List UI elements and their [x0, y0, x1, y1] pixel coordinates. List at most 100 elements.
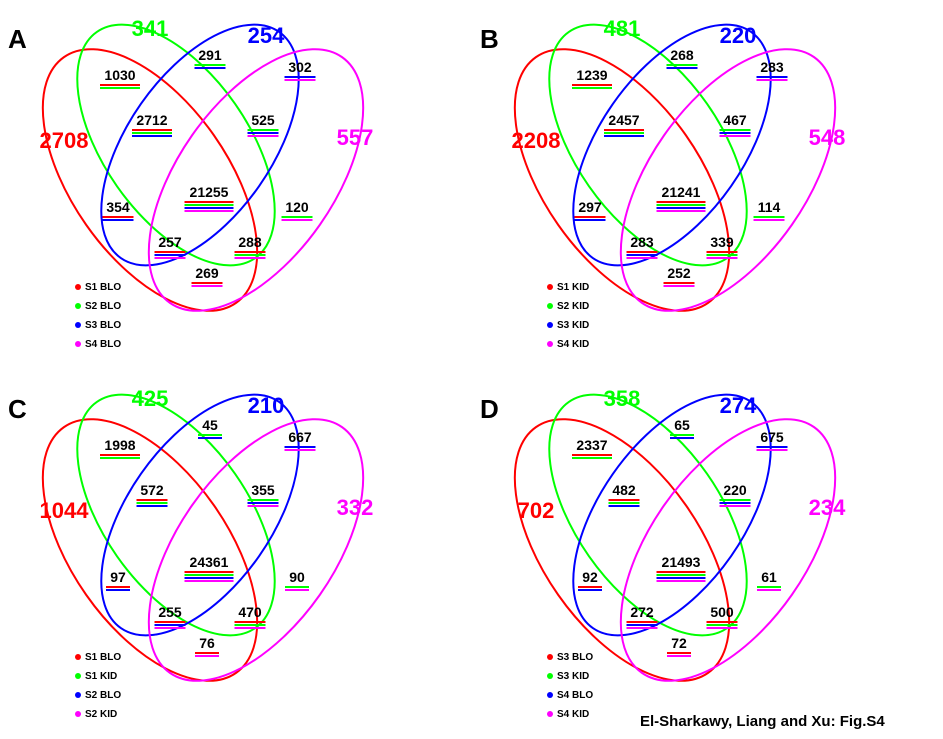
overlap-underline — [756, 449, 788, 451]
overlap-underline — [626, 627, 658, 629]
overlap-count: 572 — [140, 482, 164, 498]
overlap-underline — [154, 627, 186, 629]
overlap-underline — [757, 586, 781, 588]
legend-label-3: S3 BLO — [85, 320, 121, 331]
overlap-underline — [626, 254, 658, 256]
overlap-count: 288 — [238, 234, 262, 250]
overlap-underline — [719, 129, 751, 131]
overlap-underline — [670, 437, 694, 439]
overlap-underline — [572, 454, 612, 456]
overlap-underline — [100, 87, 140, 89]
set-ellipse-4 — [147, 48, 365, 312]
overlap-underline — [663, 285, 695, 287]
overlap-count: 1998 — [104, 437, 135, 453]
overlap-underline — [247, 129, 279, 131]
overlap-underline — [100, 84, 140, 86]
overlap-underline — [132, 132, 172, 134]
overlap-underline — [247, 502, 279, 504]
set-ellipse-3 — [100, 393, 300, 637]
overlap-underline — [234, 257, 266, 259]
overlap-count: 120 — [285, 199, 309, 215]
overlap-count: 76 — [199, 635, 215, 651]
overlap-count: 354 — [106, 199, 130, 215]
legend-dot-3 — [547, 692, 553, 698]
overlap-underline — [281, 219, 313, 221]
legend-label-4: S2 KID — [85, 709, 117, 720]
overlap-underline — [154, 257, 186, 259]
overlap-underline — [284, 449, 316, 451]
unique-count-set-2: 341 — [132, 16, 169, 41]
legend-label-3: S4 BLO — [557, 690, 593, 701]
legend-dot-2 — [75, 303, 81, 309]
overlap-underline — [285, 586, 309, 588]
overlap-underline — [667, 655, 691, 657]
legend-label-1: S1 KID — [557, 282, 589, 293]
panel-letter: A — [8, 24, 27, 54]
overlap-count: 72 — [671, 635, 687, 651]
legend-dot-2 — [547, 673, 553, 679]
legend-dot-4 — [75, 711, 81, 717]
legend-dot-3 — [75, 322, 81, 328]
legend-dot-4 — [547, 341, 553, 347]
overlap-count: 302 — [288, 59, 312, 75]
overlap-underline — [284, 79, 316, 81]
overlap-underline — [753, 219, 785, 221]
overlap-count: 272 — [630, 604, 654, 620]
overlap-underline — [572, 87, 612, 89]
overlap-underline — [184, 574, 234, 576]
legend-dot-3 — [75, 692, 81, 698]
overlap-underline — [281, 216, 313, 218]
overlap-count: 45 — [202, 417, 218, 433]
overlap-underline — [666, 67, 698, 69]
panel-letter: C — [8, 394, 27, 424]
overlap-underline — [656, 210, 706, 212]
legend-label-2: S3 KID — [557, 671, 589, 682]
overlap-underline — [234, 627, 266, 629]
overlap-count: 269 — [195, 265, 219, 281]
legend-label-1: S3 BLO — [557, 652, 593, 663]
overlap-underline — [667, 652, 691, 654]
overlap-underline — [706, 624, 738, 626]
overlap-underline — [284, 76, 316, 78]
overlap-count: 21241 — [662, 184, 701, 200]
overlap-count: 92 — [582, 569, 598, 585]
overlap-underline — [247, 135, 279, 137]
legend-dot-1 — [547, 654, 553, 660]
overlap-underline — [136, 502, 168, 504]
overlap-underline — [247, 505, 279, 507]
overlap-count: 291 — [198, 47, 222, 63]
overlap-underline — [184, 577, 234, 579]
set-ellipse-1 — [41, 48, 259, 312]
overlap-count: 114 — [758, 199, 781, 215]
legend-label-1: S1 BLO — [85, 282, 121, 293]
overlap-underline — [198, 434, 222, 436]
unique-count-set-1: 2708 — [40, 128, 89, 153]
set-ellipse-1 — [41, 418, 259, 682]
overlap-underline — [234, 621, 266, 623]
overlap-count: 24361 — [190, 554, 229, 570]
overlap-underline — [608, 505, 640, 507]
overlap-underline — [184, 210, 234, 212]
legend-dot-2 — [547, 303, 553, 309]
overlap-underline — [100, 457, 140, 459]
overlap-underline — [132, 135, 172, 137]
overlap-underline — [154, 251, 186, 253]
overlap-count: 525 — [251, 112, 275, 128]
legend-dot-1 — [547, 284, 553, 290]
overlap-underline — [234, 624, 266, 626]
overlap-underline — [604, 132, 644, 134]
unique-count-set-3: 274 — [720, 393, 757, 418]
panel-letter: D — [480, 394, 499, 424]
overlap-underline — [706, 257, 738, 259]
legend-dot-1 — [75, 654, 81, 660]
overlap-underline — [656, 574, 706, 576]
overlap-count: 470 — [238, 604, 262, 620]
legend-label-2: S2 KID — [557, 301, 589, 312]
overlap-underline — [626, 624, 658, 626]
overlap-count: 467 — [723, 112, 747, 128]
overlap-underline — [626, 621, 658, 623]
overlap-count: 675 — [760, 429, 784, 445]
overlap-underline — [184, 580, 234, 582]
overlap-underline — [608, 502, 640, 504]
